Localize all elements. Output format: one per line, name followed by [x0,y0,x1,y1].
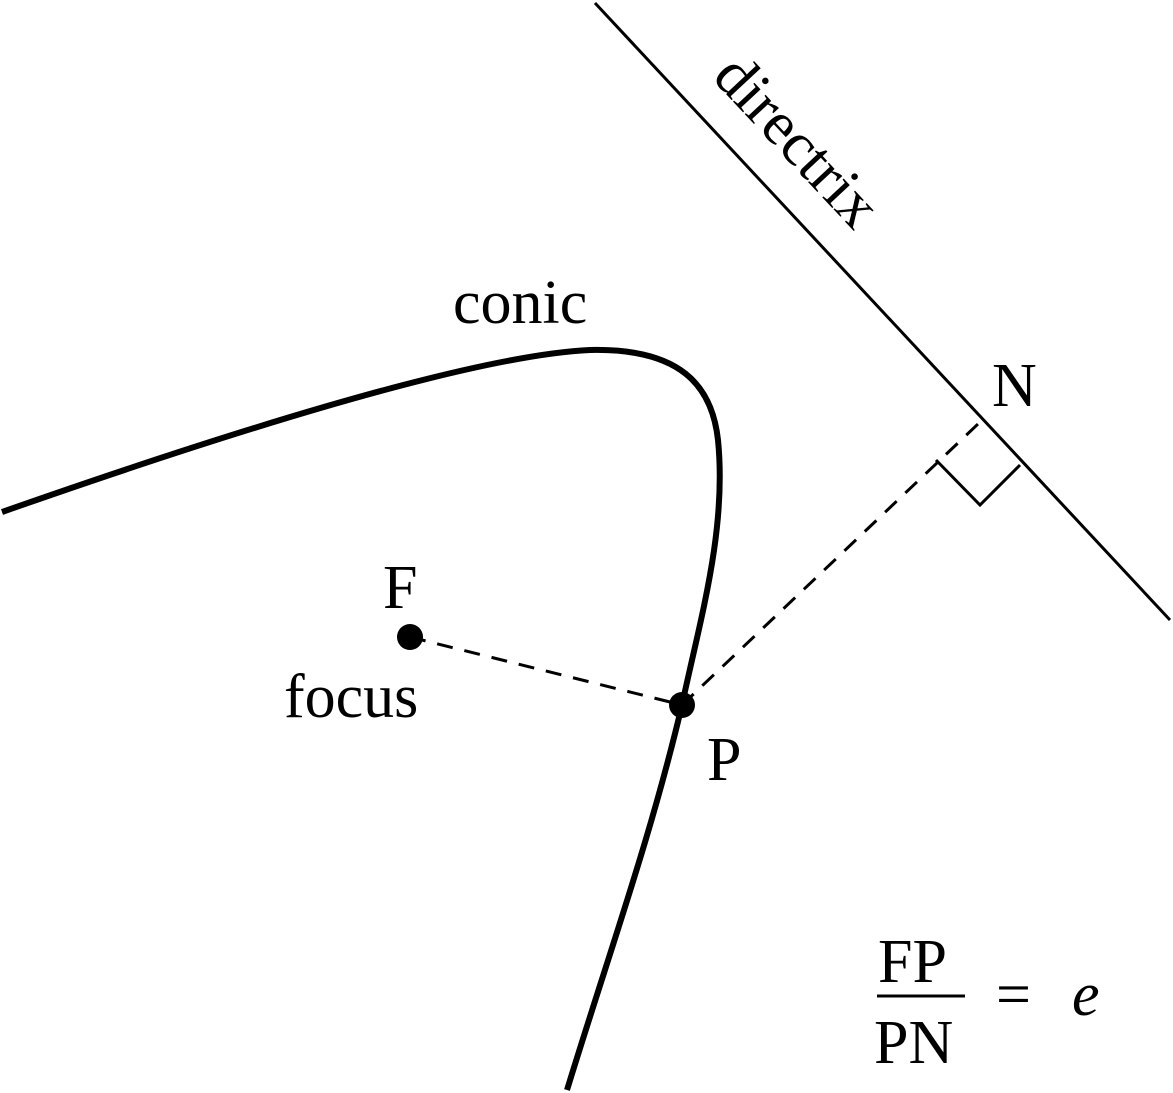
formula-rhs: e [1072,961,1100,1029]
conic-label: conic [453,269,587,337]
formula-denominator: PN [874,1009,953,1077]
point-n-label: N [992,352,1037,420]
formula-numerator: FP [878,928,947,996]
eccentricity-formula: FP PN = e [874,928,1100,1077]
directrix-label: directrix [701,41,894,241]
focus-word-label: focus [284,663,418,731]
pn-dashed-segment [680,422,980,707]
focus-point-label: F [383,554,417,622]
point-p-label: P [707,726,741,794]
focus-point [397,624,423,650]
conic-curve [1,346,723,1091]
formula-equals: = [996,961,1031,1029]
point-p [669,692,695,718]
fp-dashed-segment [409,635,683,707]
right-angle-marker [934,458,1022,508]
directrix-line [593,1,1172,622]
